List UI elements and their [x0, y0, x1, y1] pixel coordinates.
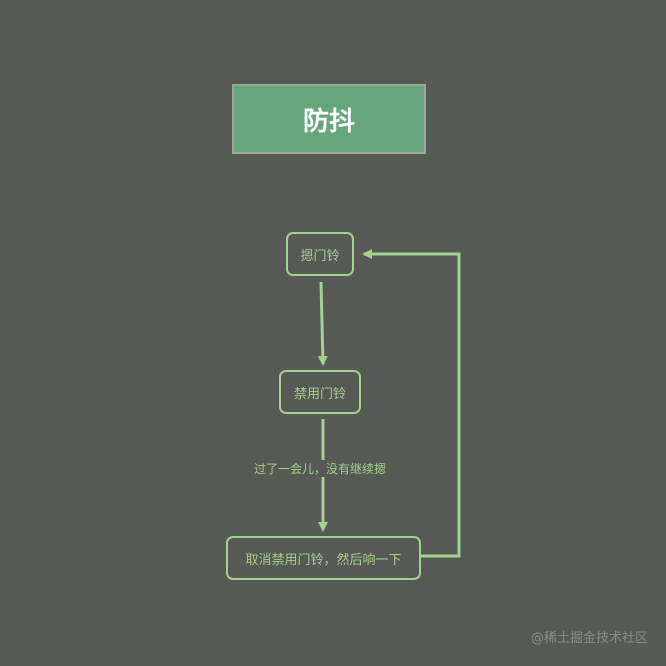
node-press-doorbell: 摁门铃	[286, 232, 354, 276]
edge-press-to-disable	[317, 281, 328, 366]
watermark: @稀土掘金技术社区	[530, 631, 648, 646]
edge-label-wait: 过了一会儿，没有继续摁	[252, 460, 389, 477]
edge-cancel-to-press	[362, 249, 461, 558]
node-cancel-and-ring: 取消禁用门铃，然后响一下	[226, 536, 421, 580]
node-label: 取消禁用门铃，然后响一下	[245, 552, 402, 568]
node-disable-doorbell: 禁用门铃	[279, 370, 361, 414]
node-label: 摁门铃	[300, 248, 340, 264]
node-label: 禁用门铃	[293, 386, 346, 402]
diagram-title: 防抖	[232, 84, 426, 154]
